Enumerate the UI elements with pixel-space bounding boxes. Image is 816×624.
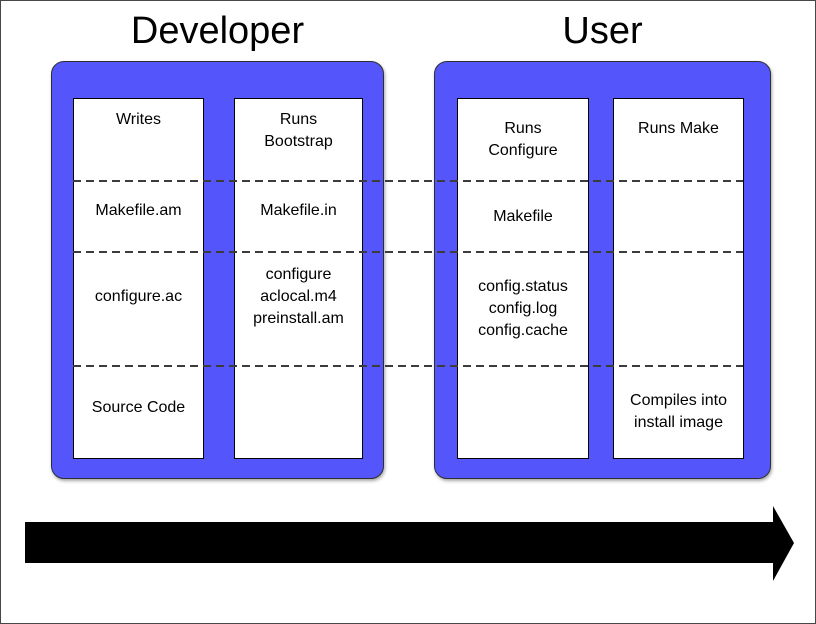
column-developer-bootstrap: Runs Bootstrap Makefile.in configure acl…: [234, 98, 363, 459]
cell-configure-files: configure aclocal.m4 preinstall.am: [253, 265, 344, 327]
cell-runs-bootstrap: Runs Bootstrap: [264, 111, 333, 150]
cell-writes: Writes: [115, 111, 162, 128]
column-user-configure: Runs Configure Makefile config.status co…: [457, 98, 589, 459]
dashed-divider-2: [73, 251, 743, 253]
cell-compiles-into: Compiles into install image: [630, 391, 727, 431]
dashed-divider-1: [73, 180, 743, 182]
column-user-make: Runs Make Compiles into install image: [613, 98, 744, 459]
right-arrow-shape: [25, 506, 794, 581]
cell-runs-configure: Runs Configure: [488, 120, 558, 159]
cell-configure-ac: configure.ac: [94, 287, 183, 305]
dashed-divider-3: [73, 365, 743, 367]
cell-empty: [458, 366, 588, 458]
cell-makefile-am: Makefile.am: [95, 201, 182, 219]
cell-empty: [235, 366, 362, 458]
column-developer-writes: Writes Makefile.am configure.ac Source C…: [73, 98, 204, 459]
developer-title: Developer: [130, 10, 305, 52]
cell-config-files: config.status config.log config.cache: [478, 277, 568, 339]
cell-makefile: Makefile: [493, 207, 553, 225]
user-title: User: [562, 10, 643, 52]
cell-empty: [614, 252, 743, 365]
cell-runs-make: Runs Make: [638, 120, 719, 137]
cell-source-code: Source Code: [91, 398, 186, 416]
cell-empty: [614, 182, 743, 253]
cell-makefile-in: Makefile.in: [260, 201, 337, 219]
